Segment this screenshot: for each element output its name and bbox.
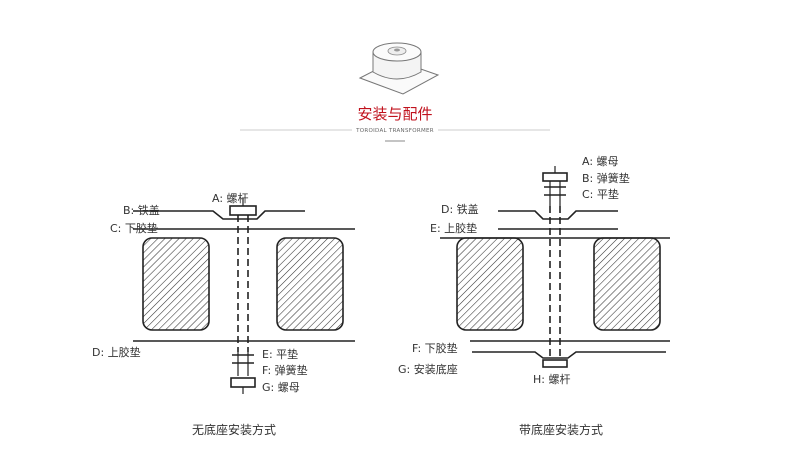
right-core-left [456,237,524,331]
right-caption: 带底座安装方式 [519,422,603,437]
right-label-b: B: 弹簧垫 [582,171,630,185]
right-mounting-base [472,351,666,359]
product-icon [358,42,440,95]
right-core-right [593,237,661,331]
left-core-right [276,237,344,331]
right-label-d: D: 铁盖 [441,202,479,216]
right-label-h: H: 螺杆 [533,372,570,386]
right-bolt-head [542,359,568,368]
right-label-a: A: 螺母 [582,155,619,168]
left-label-b: B: 铁盖 [123,203,160,217]
right-label-f: F: 下胶垫 [412,341,458,355]
page-subtitle: TOROIDAL TRANSFORMER [355,128,434,134]
left-label-g: G: 螺母 [262,381,300,394]
page-title: 安装与配件 [357,105,432,123]
right-iron-cover [498,210,618,220]
left-label-f: F: 弹簧垫 [262,363,308,377]
left-label-d: D: 上胶垫 [92,345,141,359]
left-label-e: E: 平垫 [262,347,298,361]
left-label-a: A: 螺杆 [212,191,249,205]
left-caption: 无底座安装方式 [192,422,276,437]
left-core-left [142,237,210,331]
left-bolt-head [229,205,257,216]
left-diagram: A: 螺杆 B: 铁盖 C: 下胶垫 D: 上胶垫 E: 平垫 F: 弹簧垫 G… [92,191,355,437]
right-nut [542,172,568,182]
left-nut [230,377,256,388]
right-diagram: A: 螺母 B: 弹簧垫 C: 平垫 D: 铁盖 E: 上胶垫 F: 下胶垫 G… [398,155,670,437]
left-label-c: C: 下胶垫 [110,221,158,235]
right-label-e: E: 上胶垫 [430,221,477,235]
right-label-c: C: 平垫 [582,187,619,201]
right-label-g: G: 安装底座 [398,362,458,376]
left-iron-cover [133,210,305,220]
